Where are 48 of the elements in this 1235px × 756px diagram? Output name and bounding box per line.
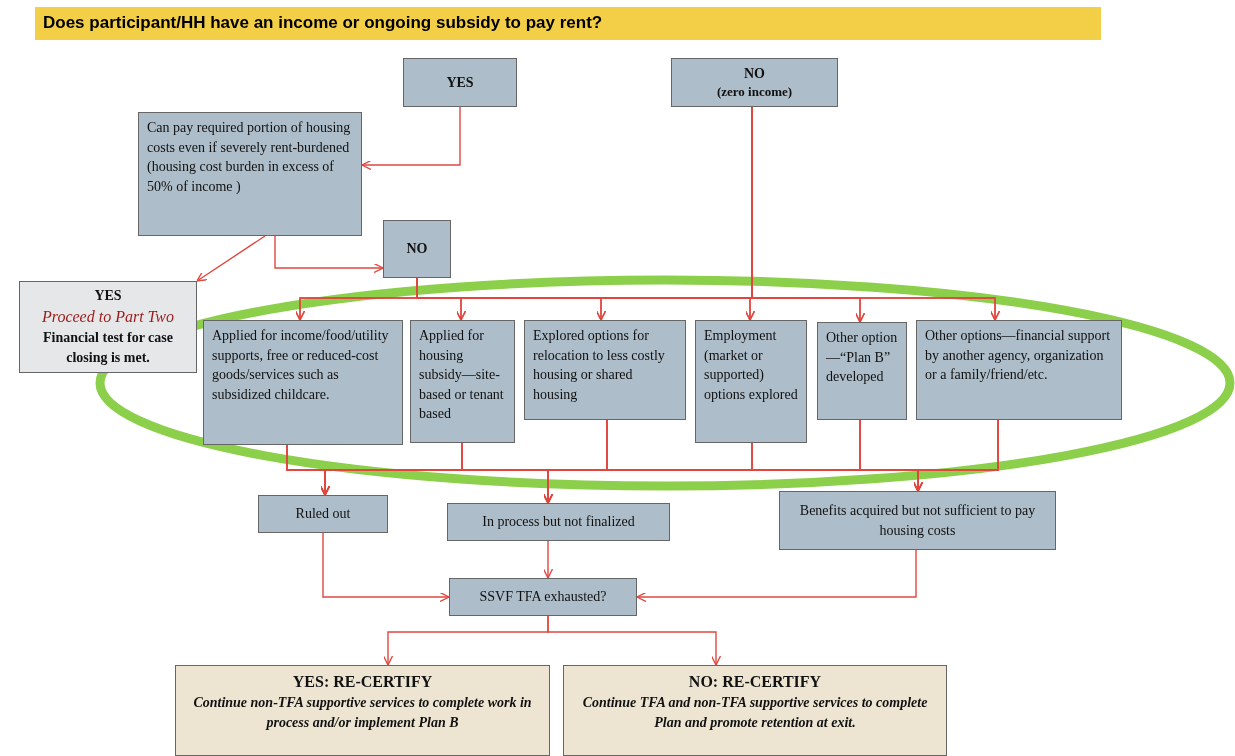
process-box	[410, 320, 515, 443]
arrow	[196, 235, 266, 282]
box-text: Explored options for relocation to less costly housing or shared housing	[533, 327, 666, 404]
process-box	[817, 322, 907, 420]
process-box	[449, 578, 637, 616]
box-heading: YES: RE-CERTIFY	[292, 672, 433, 692]
box-heading: NO	[406, 240, 428, 259]
box-text: (zero income)	[716, 83, 793, 102]
process-box	[258, 495, 388, 533]
box-text: Employment (market or supported) options explored	[704, 327, 798, 404]
arrow	[274, 235, 384, 274]
process-box	[779, 491, 1056, 550]
box-text: Can pay required portion of housing costs even if severely rent-burdened (housing cost burden in excess of 50% of income )	[147, 119, 352, 196]
process-box	[447, 503, 670, 541]
box-text: Proceed to Part Two	[42, 307, 174, 327]
process-box	[138, 112, 362, 236]
process-box	[695, 320, 807, 443]
process-box	[524, 320, 686, 420]
arrow	[542, 540, 554, 579]
box-heading: YES	[446, 73, 474, 92]
result-box	[19, 281, 197, 373]
box-text: Ruled out	[295, 505, 351, 524]
box-text: SSVF TFA exhausted?	[479, 588, 607, 607]
process-box	[916, 320, 1122, 420]
outcome-box	[175, 665, 550, 756]
outcome-box	[563, 665, 947, 756]
box-heading: YES	[94, 287, 122, 306]
arrow	[322, 532, 450, 603]
box-text: Continue TFA and non-TFA supportive services to complete Plan and promote retention at exit.	[581, 694, 929, 732]
arrow	[636, 549, 917, 603]
process-box	[203, 320, 403, 445]
box-text: Applied for housing subsidy—site-based or tenant based	[419, 327, 505, 424]
box-heading: Financial test for case closing is met.	[42, 329, 174, 367]
box-text: In process but not finalized	[482, 513, 635, 532]
process-box	[383, 220, 451, 278]
arrow	[361, 106, 461, 171]
box-text: Other option—“Plan B” developed	[826, 329, 898, 387]
arrow	[912, 419, 999, 492]
title-banner: Does participant/HH have an income or ongoing subsidy to pay rent?	[35, 7, 1101, 40]
box-heading: NO	[744, 64, 765, 83]
process-box	[671, 58, 838, 107]
box-text: Applied for income/food/utility supports, free or reduced-cost goods/services such as subsidized childcare.	[212, 327, 390, 404]
box-heading: NO: RE-CERTIFY	[688, 672, 822, 692]
arrow	[547, 615, 722, 666]
box-text: Other options—financial support by another agency, organization or a family/friend/etc.	[925, 327, 1112, 385]
process-box	[403, 58, 517, 107]
box-text: Continue non-TFA supportive services to complete work in process and/or implement Plan B	[192, 694, 533, 732]
box-text: Benefits acquired but not sufficient to pay housing costs	[798, 501, 1037, 540]
